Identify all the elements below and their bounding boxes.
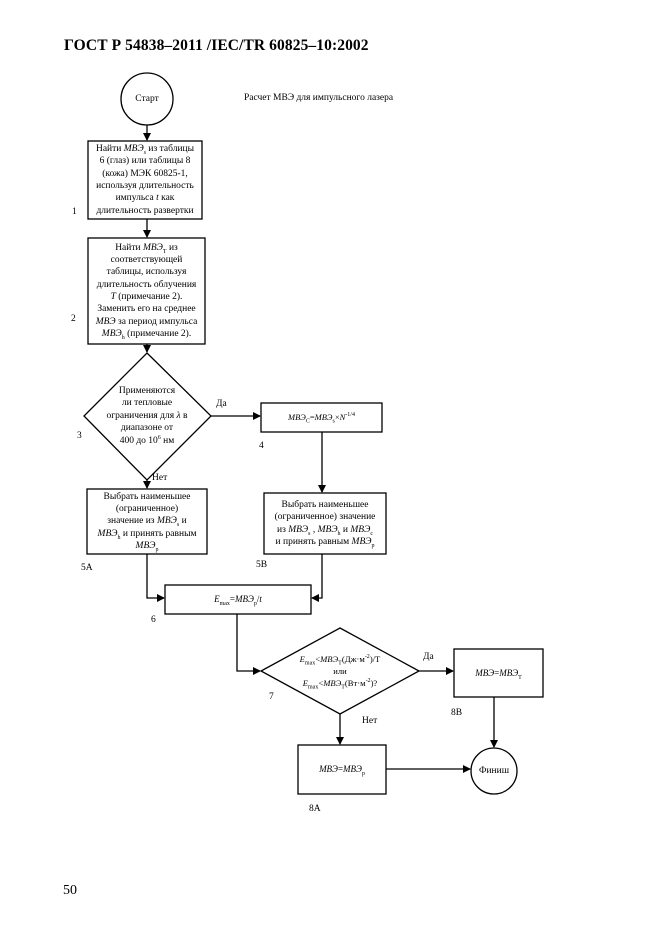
no-label-step3: Нет xyxy=(152,473,168,483)
step-number-2: 2 xyxy=(71,314,76,324)
finish-terminator xyxy=(470,747,518,795)
step5b-text: Выбрать наименьшее(ограниченное) значени… xyxy=(274,499,376,549)
step8b-box xyxy=(453,648,544,698)
step6-text: Emax=МВЭp/t xyxy=(214,594,262,608)
step8a-text: МВЭ=МВЭp xyxy=(319,764,365,778)
step8b-text: МВЭ=МВЭT xyxy=(475,667,522,681)
page-number: 50 xyxy=(63,883,77,898)
yes-label-step7: Да xyxy=(423,652,434,662)
step-number-6: 6 xyxy=(151,615,156,625)
step-number-3: 3 xyxy=(77,431,82,441)
step-number-5b: 5B xyxy=(256,560,268,570)
finish-label: Финиш xyxy=(478,766,510,776)
step-number-7: 7 xyxy=(269,692,274,702)
step-number-8b: 8B xyxy=(451,708,463,718)
step-number-5a: 5A xyxy=(81,563,93,573)
step-number-8a: 8A xyxy=(309,804,321,814)
flowchart-title: Расчет МВЭ для импульсного лазера xyxy=(244,93,394,103)
document-header: ГОСТ Р 54838–2011 /IEC/TR 60825–10:2002 xyxy=(64,37,369,54)
yes-label-step3: Да xyxy=(216,399,227,409)
step-number-1: 1 xyxy=(72,207,77,217)
step4-text: МВЭC=МВЭs×N-1/4 xyxy=(288,412,355,426)
start-label: Старт xyxy=(135,94,159,104)
step5b-box xyxy=(263,492,387,555)
step-number-4: 4 xyxy=(259,441,264,451)
no-label-step7: Нет xyxy=(362,716,378,726)
step5a-text: Выбрать наименьшее(ограниченное)значение… xyxy=(97,491,197,553)
step1-box xyxy=(87,140,203,220)
